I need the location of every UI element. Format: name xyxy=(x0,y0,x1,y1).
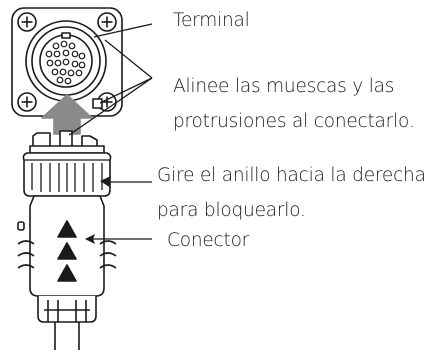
connector-label: Conector xyxy=(167,230,250,251)
plug-top xyxy=(29,130,105,154)
screw-top-right xyxy=(97,12,117,32)
alignment-triangles xyxy=(57,220,77,282)
turn-arrowhead xyxy=(100,176,111,188)
turn-label-line-2: para bloquearlo. xyxy=(157,200,306,221)
align-leader-top xyxy=(104,39,153,79)
connector-arrowhead xyxy=(85,234,95,244)
latch-square xyxy=(92,98,103,109)
leader-lines xyxy=(68,23,153,240)
locking-ring xyxy=(22,152,112,197)
screw-top-left xyxy=(17,12,37,32)
screw-bottom-left xyxy=(17,92,37,112)
align-leader-bottom xyxy=(68,77,153,136)
terminal-leader xyxy=(93,23,153,38)
align-label-line-2: protrusiones al conectarlo. xyxy=(173,111,415,132)
push-arrow xyxy=(41,94,93,135)
terminal-label: Terminal xyxy=(173,10,250,31)
cable xyxy=(54,322,80,350)
align-label-line-1: Alinee las muescas y las xyxy=(173,76,395,97)
turn-label-line-1: Gire el anillo hacia la derecha xyxy=(157,165,426,186)
terminal-receptacle xyxy=(25,20,107,102)
align-leader-middle xyxy=(99,77,153,104)
